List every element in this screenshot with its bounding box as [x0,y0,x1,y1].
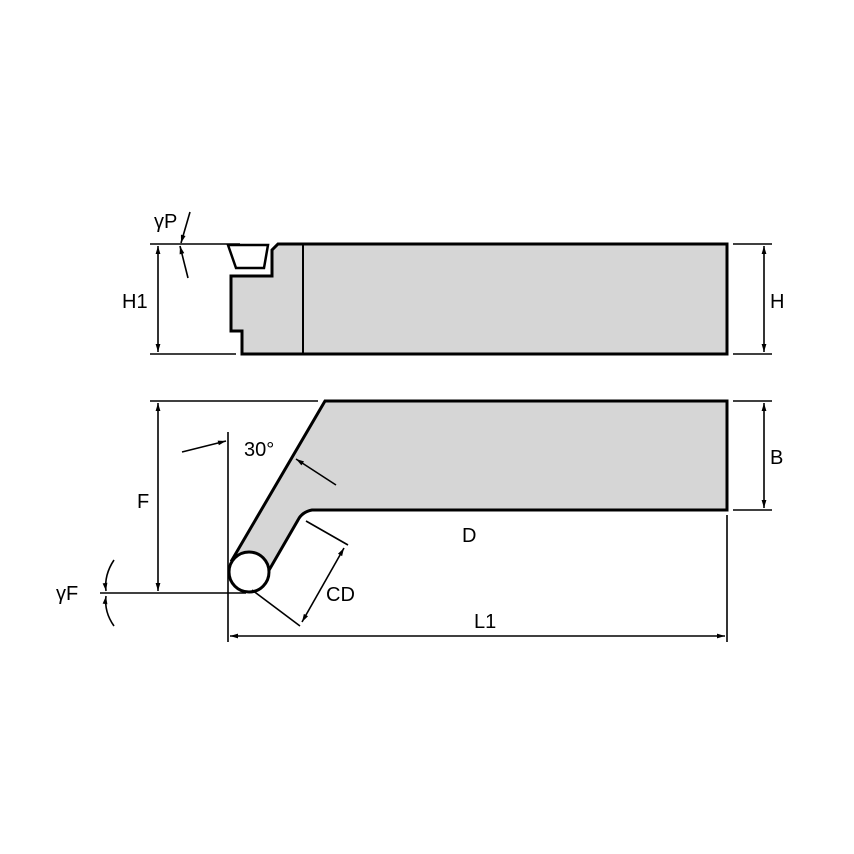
d-label: D [462,525,476,547]
shank-side-body [229,242,729,356]
f-label: F [137,491,149,513]
gamma-p-arrow [180,211,191,244]
round-insert [227,550,271,594]
gamma-f-arrow [102,559,115,592]
shank-plan-body [229,399,729,574]
h1-label: H1 [122,291,148,313]
b-label: B [770,447,783,469]
angle-label: 30° [244,439,274,461]
cd-label: CD [326,584,355,606]
l1-label: L1 [474,611,496,633]
cd-dimension [301,547,345,623]
h-label: H [770,291,784,313]
insert-side [226,243,270,270]
angle-arrow-right [295,458,337,486]
gamma-f-label: γF [56,583,78,605]
angle-arrow-left [181,440,227,453]
side-view: H H1 γP [122,211,784,356]
plan-view: F γF 30° D CD L1 B [56,399,783,642]
gamma-p-label: γP [154,211,177,233]
